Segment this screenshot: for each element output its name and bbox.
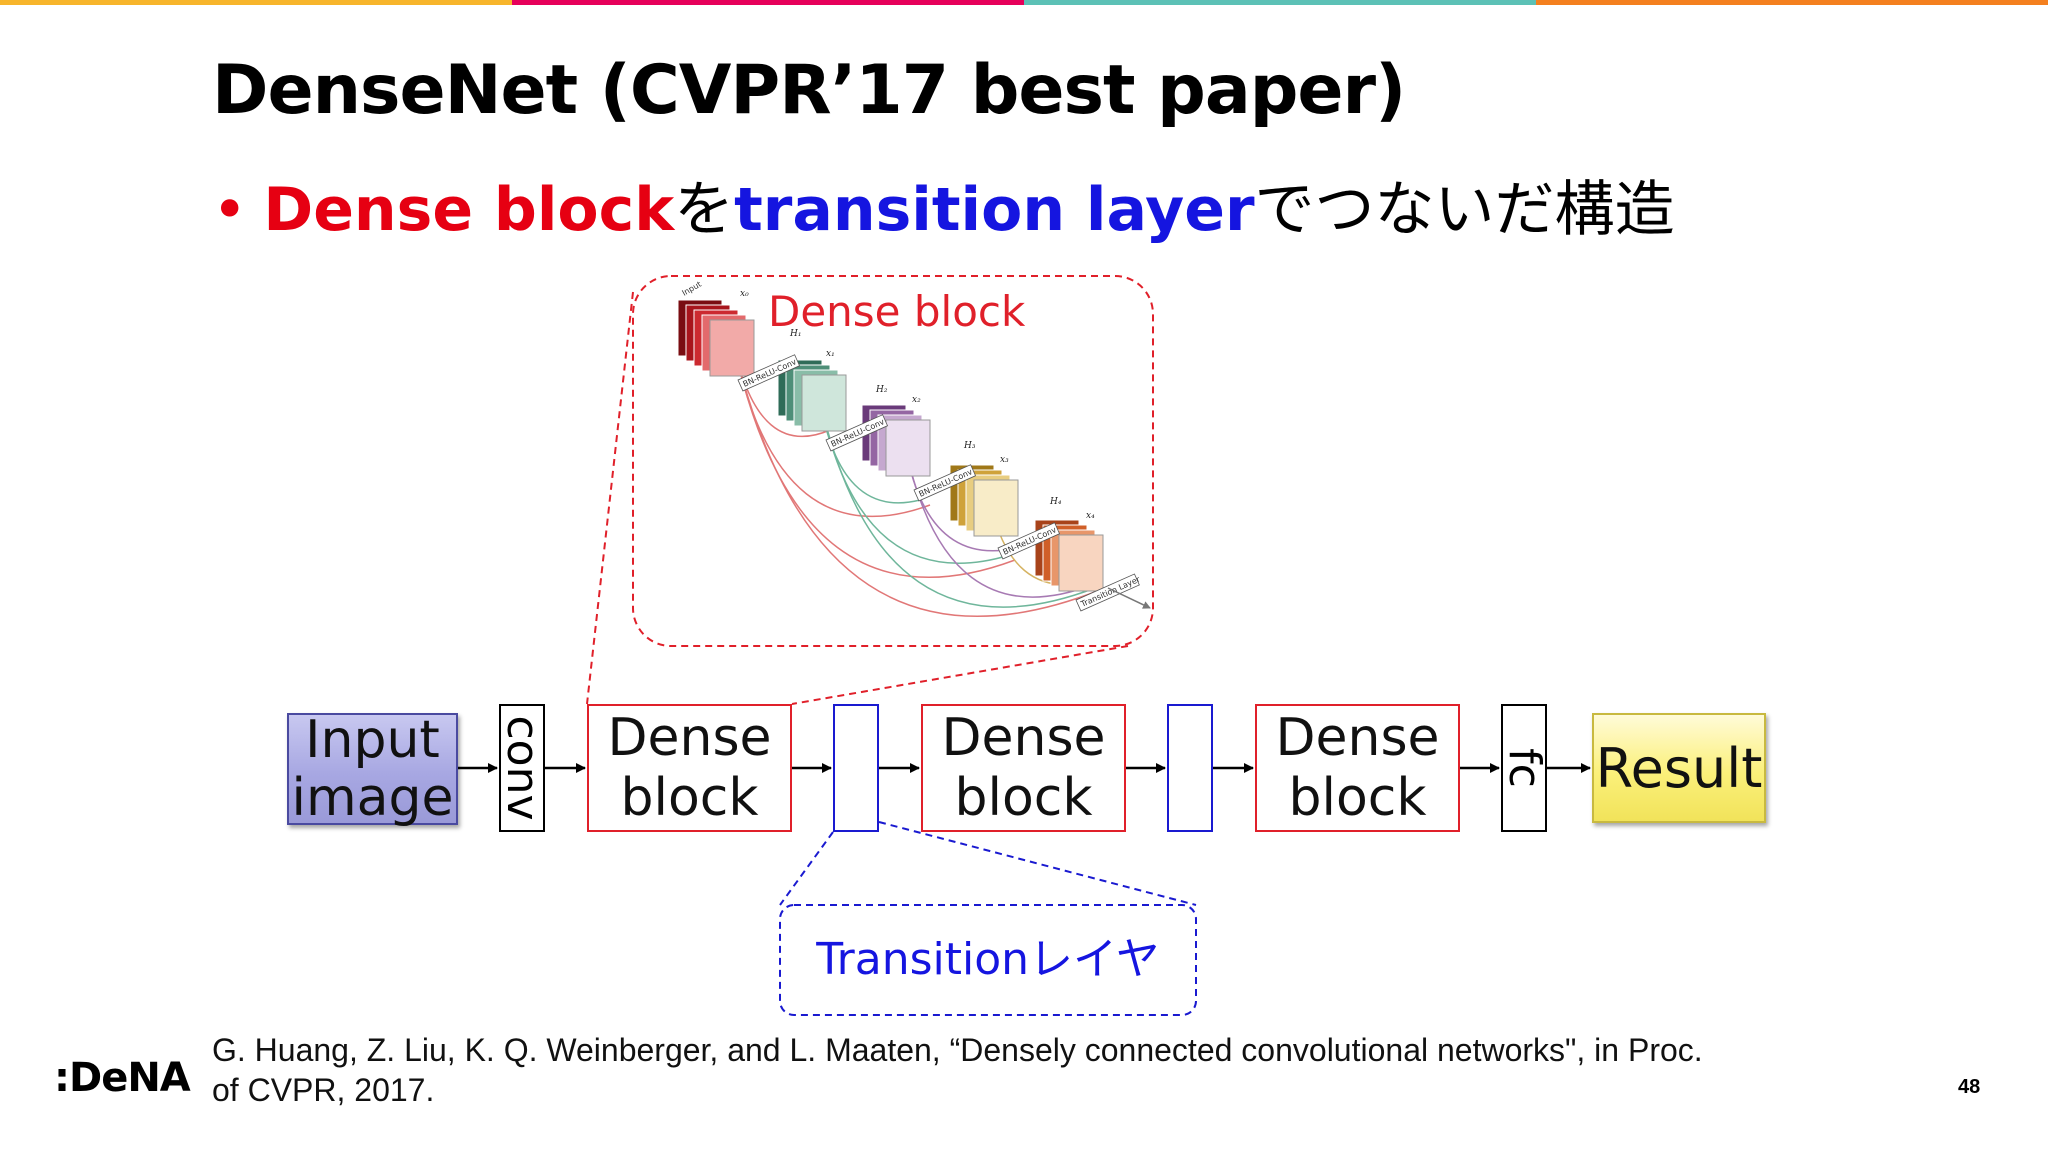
result-box: Result [1592,713,1766,823]
h-label-1: H₁ [789,329,801,339]
conv-label: conv [497,715,548,821]
input-line1: Input [305,710,440,770]
dense-block-2-line2: block [954,768,1093,828]
transition-output-arrow [1107,587,1151,609]
h-label-3: H₃ [963,441,976,451]
dense-block-3-line2: block [1288,768,1427,828]
dense-block-2-line1: Dense [941,708,1106,768]
figure-input-label: Input [681,280,703,298]
dense-block-1-line1: Dense [607,708,772,768]
feature-stack-x0 [677,299,755,377]
citation: G. Huang, Z. Liu, K. Q. Weinberger, and … [212,1030,1852,1110]
h-label-4: H₄ [1049,497,1062,507]
bullet-suffix: でつないだ構造 [1254,175,1675,245]
dense-block-1-line2: block [620,768,759,828]
h-label-2: H₂ [875,385,888,395]
input-line2: image [291,768,454,828]
top-bar-orange [1536,0,2048,5]
slide-title: DenseNet (CVPR’17 best paper) [212,51,1406,130]
dense-callout-connector-right [791,645,1129,705]
transition-callout-connector-right [878,821,1197,906]
top-bar-magenta [512,0,1024,5]
x-label-0: x₀ [740,289,749,299]
page-number: 48 [1958,1076,1981,1098]
transition-layer-1 [833,704,879,832]
connection-arc [819,399,1096,608]
bullet-dense-block: Dense block [263,175,675,245]
citation-line2: of CVPR, 2017. [212,1072,435,1108]
feature-stack-x2 [861,404,931,477]
dense-block-3: Dense block [1255,704,1460,832]
input-image-box: Input image [287,710,458,828]
connection-arc [734,349,1016,579]
x-label-3: x₃ [1000,455,1009,465]
feature-stack-x1 [777,359,847,432]
dense-block-zoom-label: Dense block [768,287,1026,336]
transition-zoom-label: Transitionレイヤ [816,934,1160,985]
dense-block-1: Dense block [587,704,792,832]
dense-block-3-line1: Dense [1275,708,1440,768]
top-bar-yellow [0,0,512,5]
fc-label: fc [1499,748,1550,788]
bullet-transition-layer: transition layer [734,175,1255,245]
dense-block-2: Dense block [921,704,1126,832]
x-label-2: x₂ [912,395,921,405]
citation-line1: G. Huang, Z. Liu, K. Q. Weinberger, and … [212,1032,1703,1068]
dena-logo: :DeNA [54,1055,191,1101]
top-color-bar [0,0,2048,5]
fc-box: fc [1499,704,1550,832]
top-bar-teal [1024,0,1536,5]
dense-callout-connector-left [586,291,634,705]
bullet-particle: を [674,175,735,245]
connection-arc [734,349,1101,618]
x-label-1: x₁ [826,349,835,359]
x-label-4: x₄ [1086,511,1095,521]
bullet-point: •Dense blockをtransition layerでつないだ構造 [212,170,1675,250]
bullet-dot: • [212,175,248,245]
dense-block-callout [632,275,1154,647]
transition-callout-connector-left [779,831,834,906]
transition-callout [779,904,1197,1016]
conv-box: conv [497,704,548,832]
transition-layer-2 [1167,704,1213,832]
